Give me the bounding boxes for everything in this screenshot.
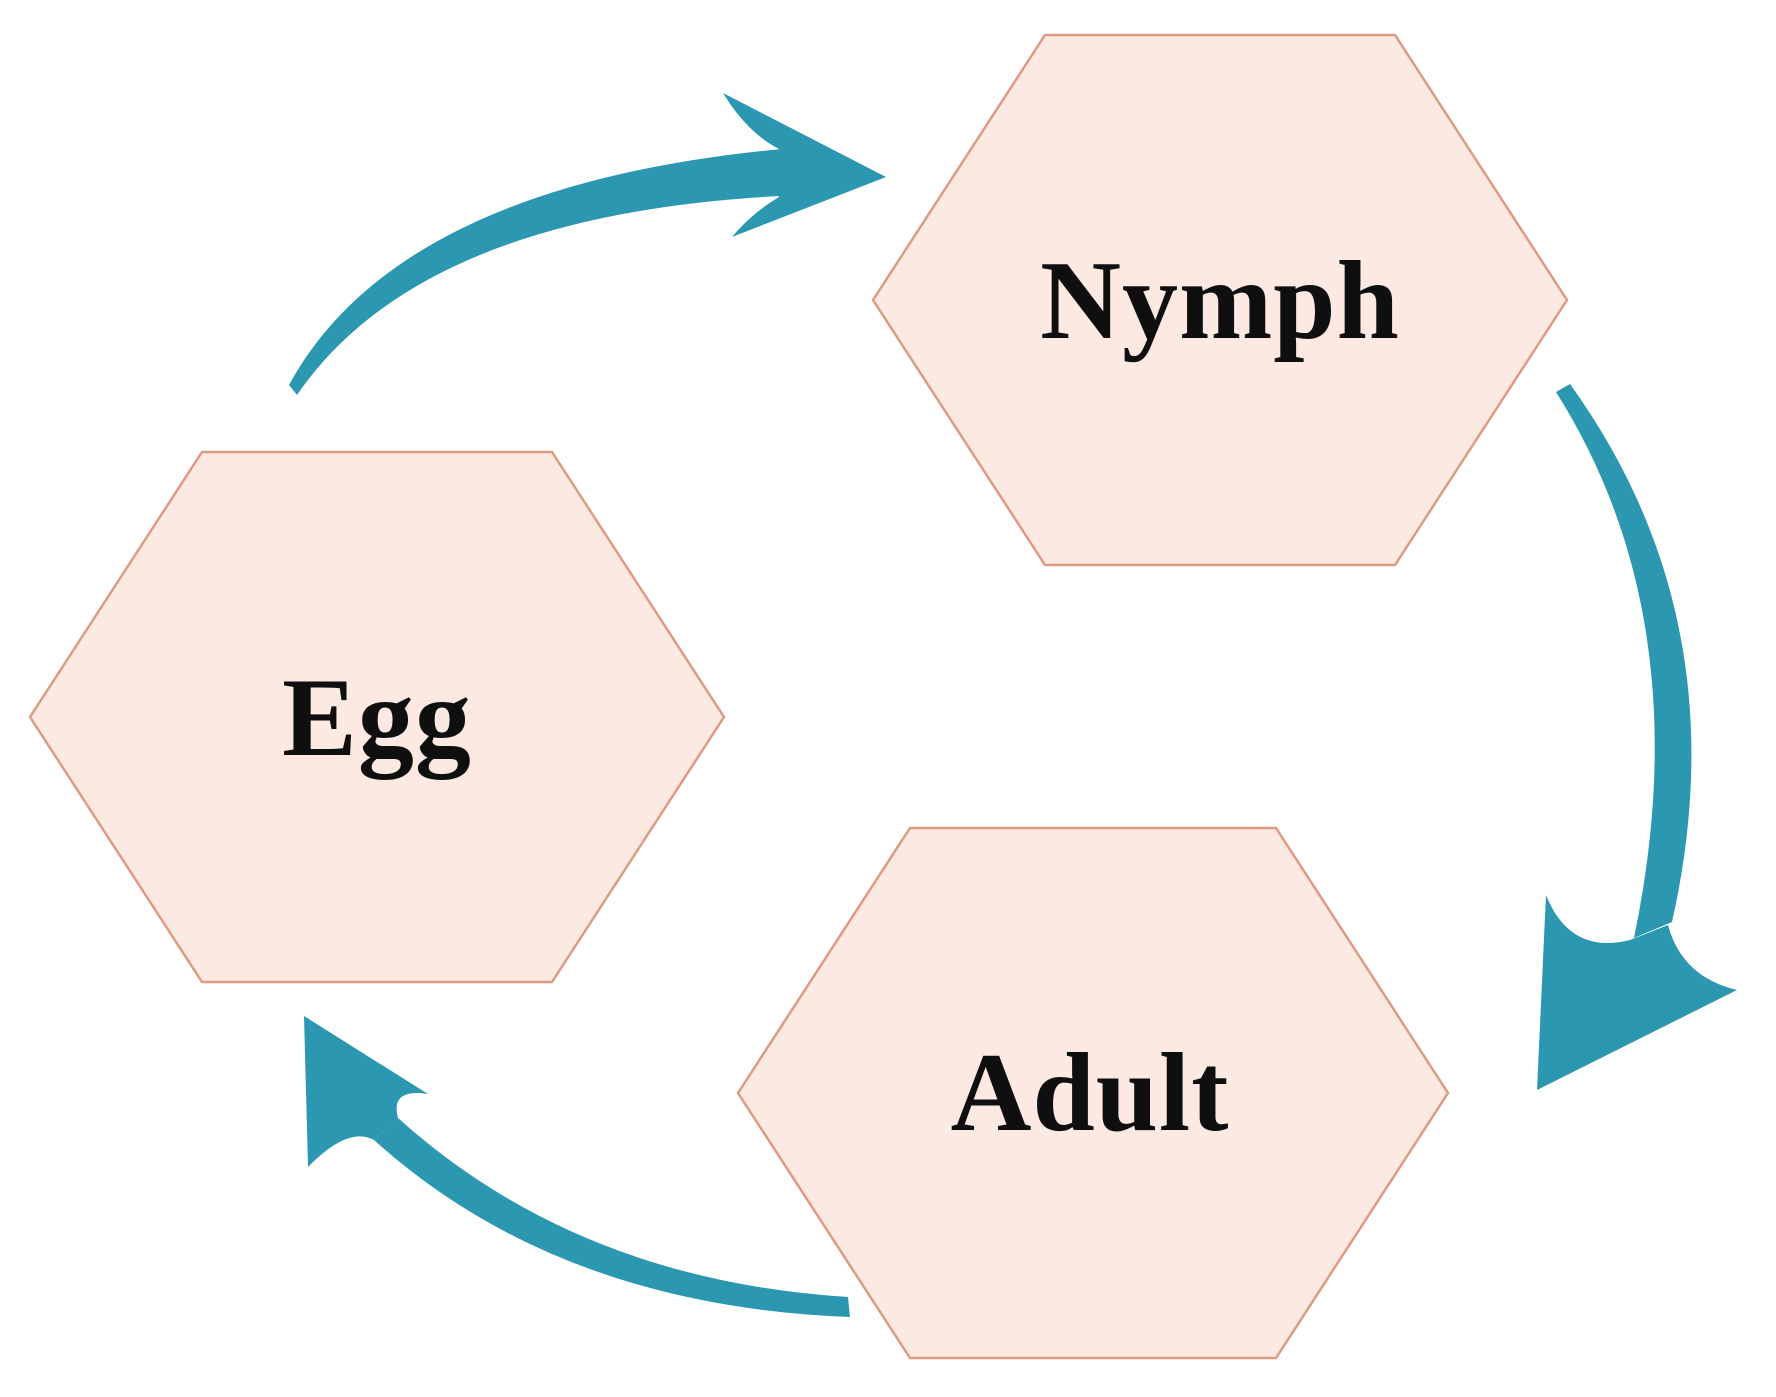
- arrow-nymph-to-adult-arc: [1556, 384, 1692, 938]
- egg-label: Egg: [282, 656, 472, 780]
- arrow-nymph-to-adult-head-icon: [1537, 895, 1737, 1090]
- nymph-label: Nymph: [1040, 239, 1400, 363]
- arrow-egg-to-nymph: [289, 93, 886, 395]
- adult-hexagon-shape: [736, 826, 1450, 1360]
- adult-label: Adult: [951, 1031, 1230, 1155]
- arrow-egg-to-nymph-head-icon: [723, 93, 886, 237]
- egg-hexagon-shape: [28, 450, 726, 984]
- arrow-nymph-to-adult: [1537, 384, 1737, 1090]
- node-adult: Adult: [736, 826, 1450, 1360]
- nymph-hexagon-shape: [871, 33, 1569, 567]
- arrow-adult-to-egg-head-icon: [304, 1016, 428, 1167]
- node-egg: Egg: [28, 450, 726, 984]
- arrow-egg-to-nymph-arc: [289, 149, 782, 395]
- node-nymph: Nymph: [871, 33, 1569, 567]
- arrow-adult-to-egg: [304, 1016, 850, 1317]
- arrow-adult-to-egg-arc: [374, 1118, 850, 1317]
